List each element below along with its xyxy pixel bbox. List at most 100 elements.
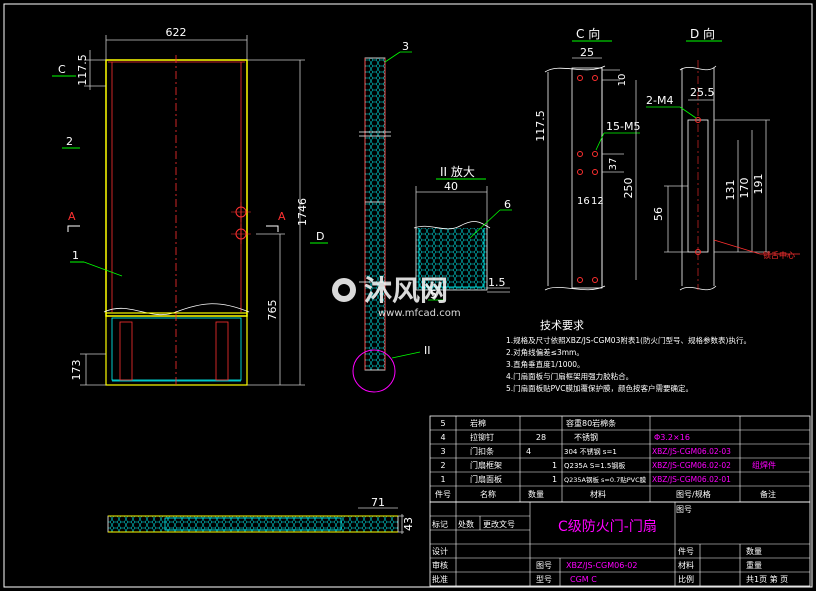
bom-cell: XBZ/JS-CGM06.02-02 xyxy=(652,461,731,470)
top-section: 71 43 xyxy=(107,496,415,534)
label-a-left: A xyxy=(68,210,76,223)
bom-cell: Q235A S=1.5钢板 xyxy=(564,461,625,470)
bom-header-cell: 件号 xyxy=(435,489,451,499)
label-chushu: 处数 xyxy=(458,519,474,529)
dim-bottom: 173 xyxy=(70,360,83,381)
watermark: 沐风网 www.mfcad.com xyxy=(332,274,461,319)
label-shuliang: 数量 xyxy=(746,546,762,556)
label-bili: 比例 xyxy=(678,574,694,584)
label-ii: II xyxy=(424,344,431,357)
requirements-title: 技术要求 xyxy=(540,319,584,332)
view-c: C 向 25 10 117.5 15-M5 37 250 16 12 xyxy=(534,26,640,291)
label-c: C xyxy=(58,63,66,76)
dim-25: 25 xyxy=(580,46,594,59)
bom-cell: 拉铆钉 xyxy=(470,432,494,442)
bom-cell: 门扣条 xyxy=(470,446,494,456)
label-biaoji: 标记 xyxy=(432,519,448,529)
bom-cell: 不锈钢 xyxy=(574,432,598,442)
label-shenhe: 审核 xyxy=(432,560,448,570)
section-view: 3 II xyxy=(352,40,431,393)
dim-71: 71 xyxy=(371,496,385,509)
front-view: 622 1746 765 117. xyxy=(52,26,328,386)
requirement-item: 1.规格及尺寸依照XBZ/JS-CGM03附表1(防火门型号、规格参数表)执行。 xyxy=(506,335,751,345)
bom-cell: 岩棉 xyxy=(470,418,486,428)
bom-header-cell: 材料 xyxy=(590,489,606,499)
bom-cell: 304 不锈钢 s=1 xyxy=(564,447,617,456)
drawing-title: C级防火门-门扇 xyxy=(558,519,657,535)
drawing-border xyxy=(3,3,813,588)
title-block: 图号 C级防火门-门扇 标记 处数 更改文号 设计 审核 批准 图号 XBZ/J… xyxy=(429,501,811,587)
label-xinghao: 型号 xyxy=(536,575,552,584)
detail-ii-title: II 放大 xyxy=(440,164,475,179)
dim-height: 1746 xyxy=(296,198,309,226)
bom-cell: 4 xyxy=(526,447,531,456)
bom-header-cell: 图号/规格 xyxy=(676,489,711,499)
view-d: D 向 2-M4 25.5 56 131 170 191 锁舌中心 xyxy=(646,26,800,291)
requirement-item: 3.直角垂直度1/1000。 xyxy=(506,359,585,369)
bom-cell: 容重80岩棉条 xyxy=(566,418,616,428)
detail-ii-circle xyxy=(352,349,396,393)
xinghao-value: CGM C xyxy=(570,575,597,584)
bom-cell: 1 xyxy=(552,475,557,484)
label-cailiao: 材料 xyxy=(678,560,694,570)
dim-170: 170 xyxy=(738,178,751,199)
bom-cell: 1 xyxy=(552,461,557,470)
label-3: 3 xyxy=(402,40,409,53)
bom-cell: Q235A钢板 s=0.7贴PVC膜 xyxy=(564,475,647,484)
label-pizhun: 批准 xyxy=(432,574,448,584)
door-panel-outline xyxy=(105,59,248,317)
dim-131: 131 xyxy=(724,180,737,201)
label-gaiwen: 更改文号 xyxy=(483,519,515,529)
requirement-item: 2.对角线偏差≤3mm。 xyxy=(506,347,584,357)
bom-cell: XBZ/JS-CGM06.02-03 xyxy=(652,447,731,456)
bom-cell: 2 xyxy=(440,461,445,470)
bom-cell: XBZ/JS-CGM06.02-01 xyxy=(652,475,731,484)
label-jianhao: 件号 xyxy=(678,546,694,556)
tuhao-value: XBZ/JS-CGM06-02 xyxy=(566,561,637,570)
dim-top: 117.5 xyxy=(76,54,89,86)
dim-117-5: 117.5 xyxy=(534,110,547,142)
dim-25-5: 25.5 xyxy=(690,86,715,99)
dim-43: 43 xyxy=(402,517,415,531)
dim-56: 56 xyxy=(652,207,665,221)
dim-12: 12 xyxy=(591,196,604,207)
bom-header-cell: 备注 xyxy=(760,489,776,499)
dim-37: 37 xyxy=(608,158,619,171)
dim-40: 40 xyxy=(444,180,458,193)
requirement-item: 4.门扇面板与门扇框架用强力胶粘合。 xyxy=(506,371,633,381)
bom-cell: 1 xyxy=(440,475,445,484)
label-pages: 共1页 第 页 xyxy=(746,574,788,584)
label-5: 5 xyxy=(430,288,437,301)
label-a-right: A xyxy=(278,210,286,223)
bom-cell: 门扇框架 xyxy=(470,460,502,470)
bom-cell: Φ3.2×16 xyxy=(654,433,690,442)
label-2: 2 xyxy=(66,135,73,148)
bom-cell: 4 xyxy=(440,433,445,442)
dim-191: 191 xyxy=(752,174,765,195)
label-d: D xyxy=(316,230,324,243)
requirement-item: 5.门扇面板贴PVC膜加覆保护膜，颜色按客户需要确定。 xyxy=(506,383,693,393)
bom-cell: 组焊件 xyxy=(752,460,776,470)
label-zhongliang: 重量 xyxy=(746,560,762,570)
detail-ii: II 放大 40 6 1.5 5 xyxy=(413,164,512,301)
bom-cell: 门扇面板 xyxy=(470,474,502,484)
dim-lower: 765 xyxy=(266,300,279,321)
bom-cell: 3 xyxy=(440,447,445,456)
label-15-m5: 15-M5 xyxy=(606,120,640,133)
label-tuhao: 图号 xyxy=(536,561,552,570)
bom-header-cell: 数量 xyxy=(528,489,544,499)
dim-width: 622 xyxy=(166,26,187,39)
label-2-m4: 2-M4 xyxy=(646,94,673,107)
label-1: 1 xyxy=(72,249,79,262)
view-c-title: C 向 xyxy=(576,26,600,41)
dim-16: 16 xyxy=(577,196,590,207)
watermark-text: 沐风网 xyxy=(364,274,448,307)
dim-250: 250 xyxy=(622,178,635,199)
label-sheji: 设计 xyxy=(432,546,448,556)
label-lock-center: 锁舌中心 xyxy=(763,250,795,260)
view-d-title: D 向 xyxy=(690,26,715,41)
label-6: 6 xyxy=(504,198,511,211)
dim-10: 10 xyxy=(617,74,628,87)
bom-cell: 5 xyxy=(440,419,445,428)
